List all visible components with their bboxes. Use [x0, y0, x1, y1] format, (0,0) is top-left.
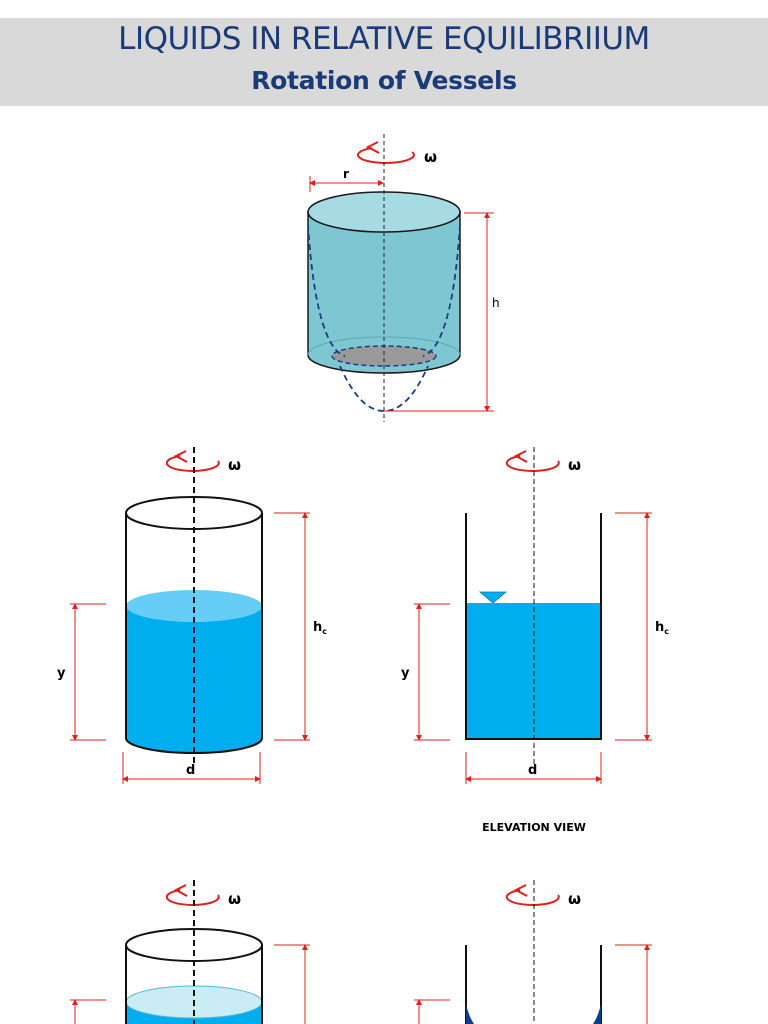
- diameter-label: d: [186, 763, 195, 778]
- figure-rotating-cylinder-3d: ω r h: [307, 134, 500, 422]
- omega-label: ω: [568, 890, 581, 908]
- figure-elevation-view: ω y hc d ELEVATION VIEW: [401, 447, 669, 834]
- height-label: hc: [655, 620, 669, 636]
- omega-label: ω: [228, 456, 241, 474]
- rotation-arrow-icon: [505, 884, 560, 906]
- depth-label: y: [401, 666, 410, 681]
- cylinder-body: [307, 211, 461, 374]
- paraboloid-curve: [339, 365, 429, 412]
- rotation-arrow-icon: [505, 450, 560, 472]
- rotation-arrow-icon: [356, 141, 415, 164]
- page-subtitle: Rotation of Vessels: [251, 66, 517, 95]
- figure-rotating-cylinder-3d-partial: ω: [70, 880, 310, 1024]
- omega-label: ω: [568, 456, 581, 474]
- header-banner: [0, 18, 768, 106]
- water-surface: [126, 590, 262, 622]
- paraboloid-bottom: [331, 345, 437, 367]
- elevation-view-caption: ELEVATION VIEW: [482, 821, 586, 834]
- height-label: h: [492, 296, 500, 310]
- omega-label: ω: [424, 148, 437, 166]
- height-label: hc: [313, 620, 327, 636]
- radius-label: r: [343, 167, 349, 181]
- rotation-arrow-icon: [165, 450, 220, 472]
- omega-label: ω: [228, 890, 241, 908]
- diameter-label: d: [528, 763, 537, 778]
- figure-elevation-view-partial: ω: [414, 880, 652, 1024]
- water-level-icon: [478, 591, 508, 604]
- page-title: LIQUIDS IN RELATIVE EQUILIBRIIUM: [118, 21, 650, 57]
- rotation-arrow-icon: [165, 884, 220, 906]
- depth-label: y: [57, 666, 66, 681]
- figure-cylinder-at-rest-3d: ω y hc d: [57, 447, 327, 784]
